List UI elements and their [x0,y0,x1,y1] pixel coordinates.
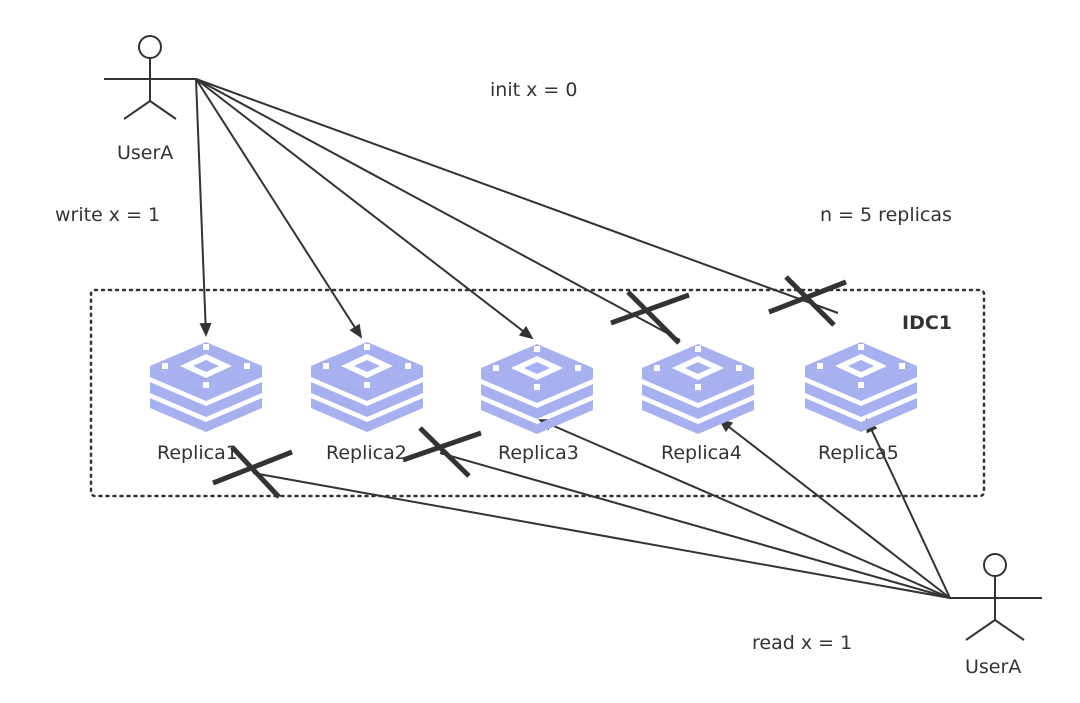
replica-1-label: Replica1 [157,442,238,464]
replica-5: Replica5 [805,342,917,464]
replica-4: Replica4 [642,344,754,464]
replica-3-label: Replica3 [498,442,579,464]
user-bottom [950,553,1042,641]
user-top [104,35,196,120]
x-cross-icon [768,275,847,327]
write-line-replica5 [195,78,839,314]
stacked-layers-icon [481,344,593,434]
read-arrow-replica5 [866,418,951,599]
replica-4-label: Replica4 [661,442,742,464]
write-arrow-replica2 [195,78,363,339]
stick-figure-actor-icon [104,35,196,120]
stacked-layers-icon [311,342,423,432]
replica-5-label: Replica5 [818,442,899,464]
replica-1: Replica1 [150,342,262,464]
idc-boundary [89,288,986,498]
x-cross-icon [610,290,690,345]
replica-2: Replica2 [311,342,423,464]
write-line-replica4 [195,78,681,341]
x-cross-icon [212,445,293,499]
read-arrows [252,418,951,599]
write-arrow-replica1 [195,78,212,337]
failure-marks [212,275,847,499]
idc-label: IDC1 [902,312,952,334]
read-arrow-replica4 [718,418,951,599]
stacked-layers-icon [642,344,754,434]
x-cross-icon [402,426,482,478]
init-label: init x = 0 [490,79,577,101]
read-label: read x = 1 [752,632,852,654]
user-bottom-label: UserA [965,656,1021,678]
write-label: write x = 1 [55,204,160,226]
read-arrow-replica3 [538,419,951,599]
write-arrow-replica3 [195,78,534,340]
write-arrows [195,78,839,341]
stick-figure-actor-icon [950,553,1042,641]
replicas-count-label: n = 5 replicas [820,204,952,226]
stacked-layers-icon [805,342,917,432]
read-line-replica2 [439,452,951,599]
replica-3: Replica3 [481,344,593,464]
read-line-replica1 [252,472,951,599]
user-top-label: UserA [117,142,173,164]
replica-2-label: Replica2 [326,442,407,464]
stacked-layers-icon [150,342,262,432]
